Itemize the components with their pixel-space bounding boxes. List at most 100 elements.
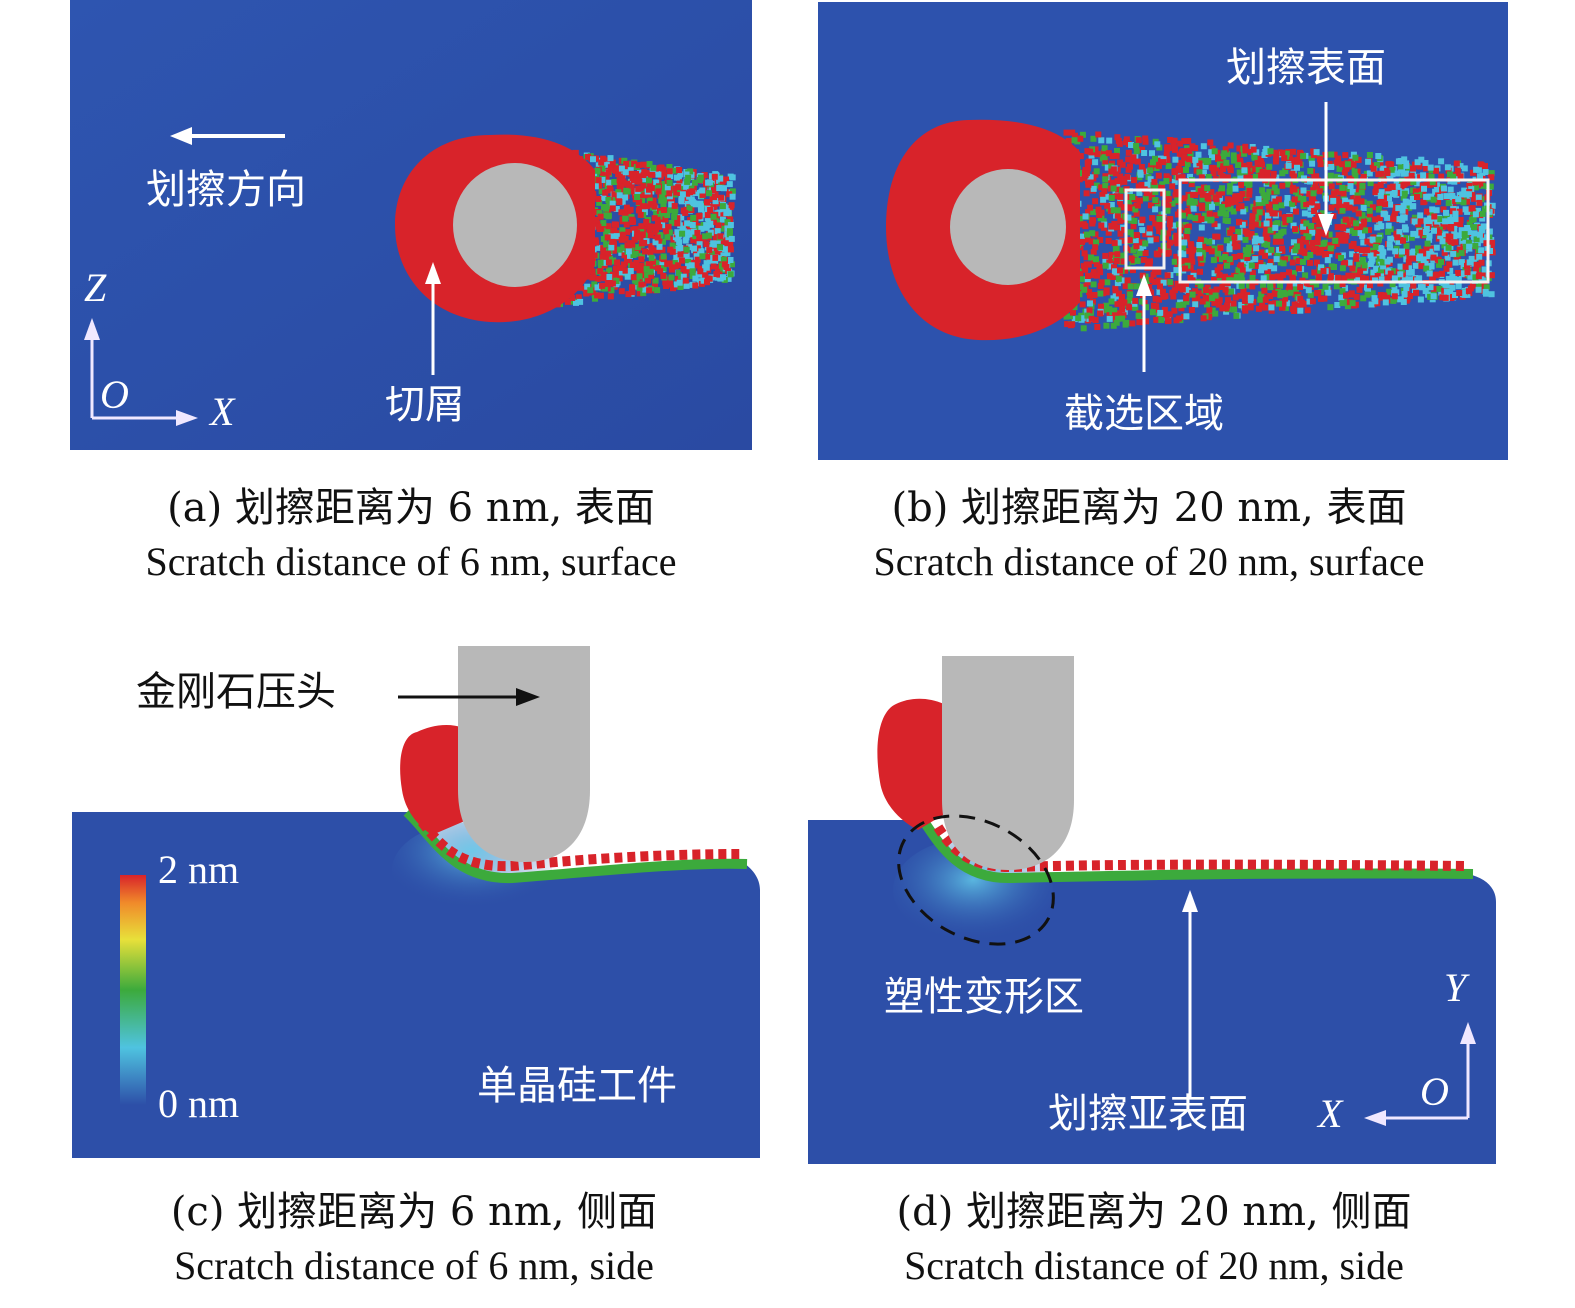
- debris-particle: [1114, 212, 1121, 219]
- debris-particle: [1115, 275, 1122, 282]
- debris-particle: [1443, 282, 1450, 289]
- debris-particle: [1251, 166, 1258, 173]
- label-chip: 切屑: [385, 382, 465, 428]
- debris-particle: [1401, 276, 1408, 283]
- debris-particle: [1369, 162, 1376, 169]
- debris-particle: [1258, 159, 1265, 165]
- axis-z-label: Z: [84, 265, 107, 310]
- debris-particle: [1088, 315, 1095, 322]
- debris-particle: [1217, 245, 1224, 252]
- debris-particle: [595, 177, 602, 184]
- debris-particle: [1205, 199, 1212, 206]
- debris-particle: [616, 192, 623, 199]
- debris-particle: [1195, 216, 1202, 223]
- debris-particle: [618, 236, 625, 243]
- debris-trail: [1063, 129, 1496, 332]
- debris-particle: [1316, 221, 1323, 228]
- debris-particle: [1453, 160, 1460, 167]
- debris-particle: [1213, 196, 1220, 203]
- debris-particle: [719, 225, 726, 232]
- debris-particle: [1461, 165, 1468, 172]
- debris-particle: [665, 223, 672, 230]
- debris-particle: [676, 239, 683, 246]
- debris-particle: [1483, 240, 1490, 247]
- debris-particle: [1403, 162, 1410, 169]
- colorbar-min-label: 0 nm: [158, 1081, 240, 1126]
- debris-particle: [1318, 295, 1324, 302]
- debris-particle: [1335, 274, 1342, 281]
- debris-particle: [1323, 251, 1330, 257]
- debris-particle: [1345, 272, 1352, 279]
- debris-particle: [692, 249, 699, 256]
- chip-pile: [877, 698, 948, 830]
- debris-particle: [669, 242, 676, 249]
- debris-particle: [1127, 283, 1134, 290]
- debris-particle: [1445, 200, 1452, 207]
- panel-c-image: [72, 646, 760, 1158]
- debris-particle: [1185, 208, 1192, 214]
- debris-particle: [1408, 234, 1415, 241]
- debris-particle: [1308, 223, 1315, 229]
- debris-particle: [1105, 238, 1112, 244]
- debris-particle: [1121, 178, 1128, 185]
- debris-particle: [1117, 267, 1123, 274]
- debris-particle: [1417, 212, 1424, 219]
- label-scratch-surface: 划擦表面: [1226, 45, 1386, 91]
- debris-particle: [1262, 198, 1269, 204]
- debris-particle: [599, 172, 606, 179]
- debris-particle: [1238, 182, 1244, 188]
- debris-particle: [1115, 315, 1122, 322]
- debris-particle: [1290, 222, 1297, 229]
- debris-particle: [1430, 254, 1437, 261]
- debris-particle: [662, 279, 669, 286]
- debris-particle: [1267, 258, 1274, 265]
- debris-particle: [710, 240, 717, 247]
- debris-particle: [1270, 170, 1277, 177]
- debris-particle: [621, 157, 628, 164]
- debris-particle: [1334, 302, 1341, 308]
- debris-particle: [678, 197, 685, 204]
- debris-particle: [1366, 170, 1373, 177]
- debris-particle: [1406, 254, 1413, 261]
- debris-particle: [594, 284, 601, 291]
- debris-particle: [647, 268, 654, 275]
- debris-particle: [1353, 220, 1360, 227]
- debris-particle: [1109, 309, 1116, 315]
- debris-particle: [1103, 287, 1110, 294]
- debris-particle: [1183, 167, 1189, 173]
- debris-particle: [1089, 230, 1096, 237]
- debris-particle: [634, 229, 641, 236]
- debris-particle: [1455, 276, 1462, 283]
- debris-particle: [711, 173, 718, 180]
- debris-particle: [729, 261, 735, 268]
- debris-particle: [1317, 161, 1324, 168]
- debris-particle: [1183, 286, 1190, 293]
- debris-particle: [1142, 240, 1149, 247]
- debris-particle: [1220, 163, 1227, 170]
- debris-particle: [1376, 215, 1383, 222]
- debris-particle: [1147, 176, 1154, 183]
- debris-particle: [1258, 236, 1265, 243]
- debris-particle: [725, 275, 732, 282]
- debris-particle: [592, 183, 599, 190]
- debris-particle: [1101, 145, 1108, 152]
- debris-particle: [1196, 169, 1203, 176]
- debris-particle: [1307, 204, 1314, 211]
- debris-particle: [1445, 275, 1452, 282]
- debris-particle: [577, 298, 584, 305]
- debris-particle: [1418, 229, 1425, 236]
- debris-particle: [1349, 300, 1356, 307]
- debris-particle: [1103, 302, 1110, 309]
- debris-particle: [1326, 231, 1333, 238]
- debris-particle: [643, 272, 650, 279]
- debris-particle: [720, 238, 727, 245]
- debris-particle: [1092, 171, 1099, 178]
- debris-particle: [1434, 218, 1441, 225]
- debris-particle: [1390, 215, 1397, 222]
- debris-particle: [1328, 151, 1335, 158]
- debris-particle: [1187, 173, 1193, 180]
- debris-particle: [1183, 313, 1190, 320]
- debris-particle: [1128, 255, 1135, 262]
- debris-particle: [1443, 265, 1450, 272]
- debris-particle: [1350, 195, 1357, 202]
